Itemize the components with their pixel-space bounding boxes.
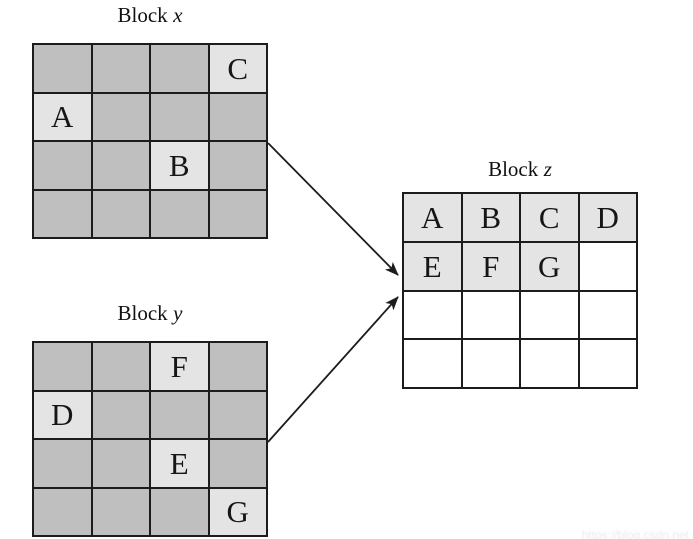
block-x-title-variable: x [173,3,183,27]
block-y-title-variable: y [173,301,183,325]
block-y-cell-empty [34,488,91,535]
block-y-cell-empty [92,391,149,438]
block-x-cell-empty [92,190,149,237]
block-z-cell-empty [521,340,578,387]
block-z-cell-empty [462,340,519,387]
block-y-cell-empty [151,488,208,535]
block-y-cell-empty [34,343,91,390]
block-y-cell-empty [92,440,149,487]
block-z-cell-empty [404,340,461,387]
block-y-cell-empty [151,391,208,438]
block-z-cell-E: E [404,242,461,290]
block-y-cell-empty [92,488,149,535]
block-x-grid: C A B [32,43,268,239]
block-x-cell-empty [92,142,149,189]
block-z-cell-F: F [462,242,519,290]
block-x-cell-empty [209,142,266,189]
block-y-cell-D: D [34,391,91,438]
block-z-cell-B: B [462,194,519,241]
block-x-cell-empty [92,93,149,140]
block-x-cell-empty [151,93,208,140]
block-z-title-label: Block [488,157,539,181]
block-x-cell-empty [209,190,266,237]
block-x-cell-empty [34,190,91,237]
block-z-cell-empty [579,340,636,387]
block-z-cell-A: A [404,194,461,241]
block-y-title-label: Block [117,301,168,325]
block-x-cell-empty [151,45,208,92]
block-x-cell-empty [209,93,266,140]
block-z-cell-empty [404,291,461,339]
block-y-cell-F: F [151,343,208,390]
block-y-cell-E: E [151,440,208,487]
block-y-cell-empty [34,440,91,487]
block-x-cell-B: B [151,142,208,189]
block-z-cell-empty [579,291,636,339]
block-z-cell-empty [462,291,519,339]
block-y-cell-empty [92,343,149,390]
block-y-cell-empty [209,440,266,487]
block-z-title-variable: z [543,157,552,181]
block-x-cell-empty [34,45,91,92]
block-z-cell-G: G [521,242,578,290]
block-z-cell-C: C [521,194,578,241]
block-y-cell-empty [209,343,266,390]
block-y-cell-empty [209,391,266,438]
block-x-cell-A: A [34,93,91,140]
block-x-cell-C: C [209,45,266,92]
arrow-block-y-to-z [267,296,399,443]
faint-watermark-text: https://blog.csdn.net [581,528,689,539]
block-x-cell-empty [151,190,208,237]
block-z-cell-D: D [579,194,636,241]
block-z-cell-empty [521,291,578,339]
block-x-cell-empty [34,142,91,189]
block-y-cell-G: G [209,488,266,535]
block-x-title-label: Block [117,3,168,27]
block-x-cell-empty [92,45,149,92]
block-z-cell-empty [579,242,636,290]
arrow-block-x-to-z [267,142,399,276]
